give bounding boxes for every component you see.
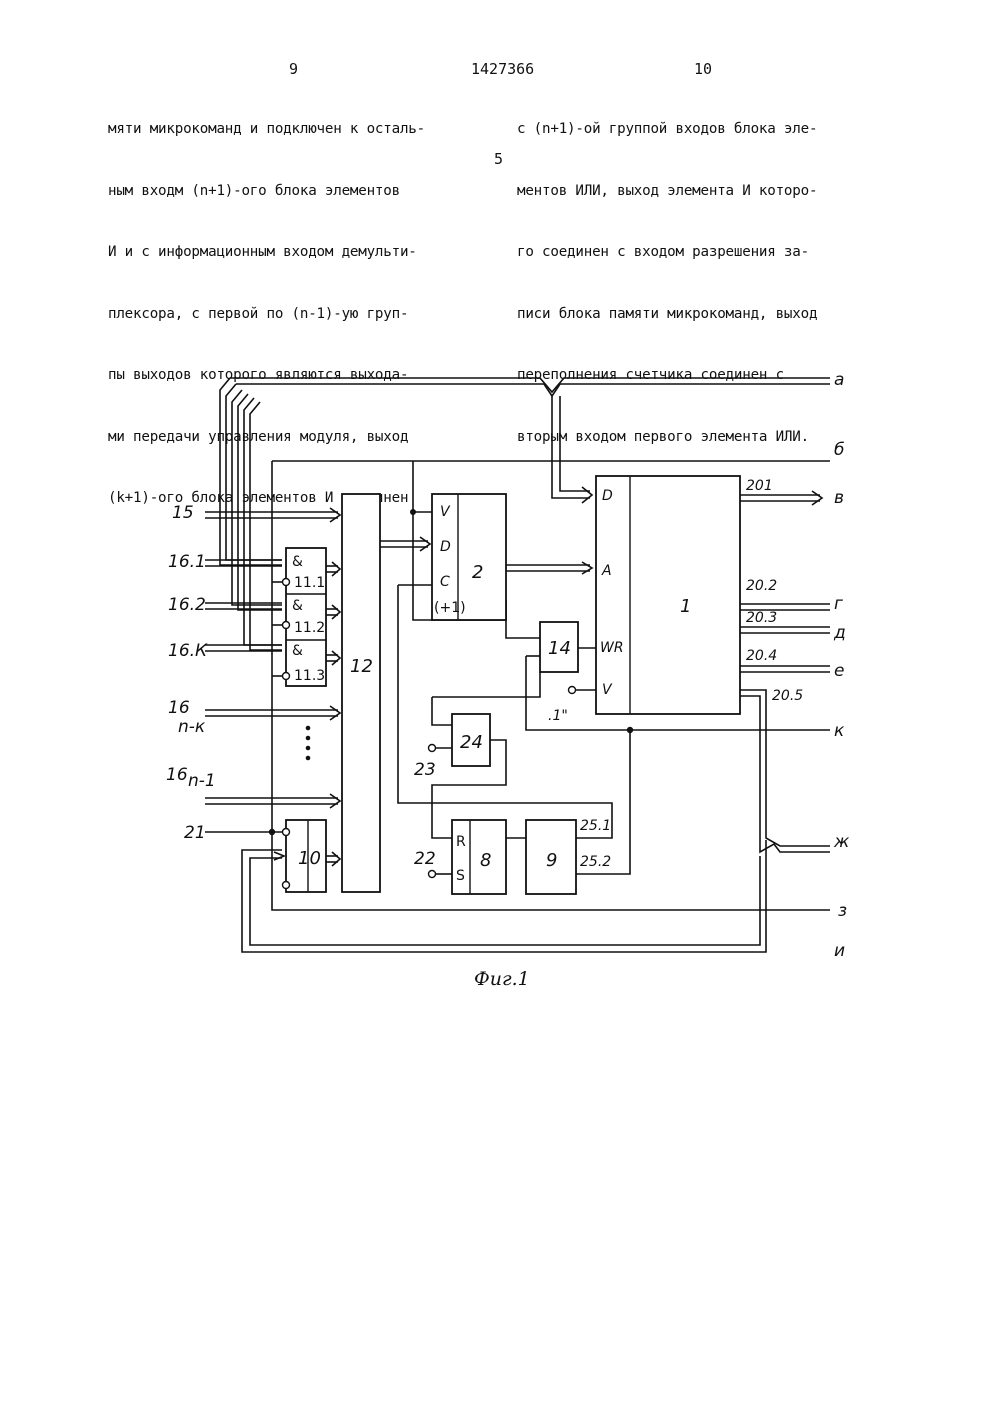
bus-label-e: е	[834, 661, 844, 681]
block-1	[596, 476, 740, 714]
bus-label-k: к	[834, 721, 845, 741]
pin-s: S	[456, 868, 465, 884]
pin-v: V	[440, 504, 451, 520]
block-label-14: 14	[548, 638, 571, 659]
and-symbol: &	[292, 598, 303, 614]
input-label-15: 15	[172, 503, 194, 523]
input-label-16-nk-sub: n-к	[178, 717, 206, 737]
bus-label-v: в	[834, 488, 844, 508]
pin-d: D	[602, 488, 613, 504]
and-gate-label: 11.3	[294, 668, 325, 684]
pin-plus1: (+1)	[434, 600, 466, 616]
pin-one: .1"	[548, 708, 568, 724]
input-label-21: 21	[184, 823, 206, 843]
pin-r: R	[456, 834, 466, 850]
output-label: 25.2	[580, 854, 611, 870]
bus-label-b: б	[834, 440, 844, 460]
and-gate-label: 11.2	[294, 620, 325, 636]
input-label-22: 22	[414, 849, 436, 869]
bus-label-i: и	[834, 941, 845, 961]
bus-label-zh: ж	[833, 832, 850, 852]
pin-d: D	[440, 539, 451, 555]
pin-c: C	[440, 574, 450, 590]
input-label-16-2: 16.2	[168, 595, 206, 615]
and-symbol: &	[292, 554, 303, 570]
block-label-24: 24	[460, 732, 483, 753]
bus-label-a: а	[834, 370, 844, 390]
pin-v: V	[602, 682, 613, 698]
bus-label-g: г	[834, 594, 843, 614]
output-label: 201	[746, 478, 773, 494]
input-label-16-k: 16.К	[168, 641, 208, 661]
and-gate-label: 11.1	[294, 575, 325, 591]
output-label: 20.3	[746, 610, 777, 626]
and-symbol: &	[292, 643, 303, 659]
figure-caption: Фиг.1	[474, 968, 530, 990]
input-label-16-n1-sub: n-1	[188, 771, 216, 791]
block-label-2: 2	[472, 562, 483, 583]
block-label-9: 9	[546, 850, 557, 871]
block-label-10: 10	[298, 848, 321, 869]
output-label: 20.4	[746, 648, 777, 664]
output-label: 20.5	[772, 688, 803, 704]
block-label-8: 8	[480, 850, 491, 871]
input-label-16-1: 16.1	[168, 552, 206, 572]
bus-label-z: з	[838, 901, 847, 921]
block-label-1: 1	[680, 596, 691, 617]
input-label-16-nk: 16	[168, 698, 190, 718]
input-label-16-n1: 16	[166, 765, 188, 785]
output-label: 20.2	[746, 578, 777, 594]
pin-wr: WR	[600, 640, 624, 656]
bus-label-d: д	[833, 623, 846, 643]
input-label-23: 23	[414, 760, 436, 780]
output-label: 25.1	[580, 818, 611, 834]
block-label-12: 12	[350, 656, 373, 677]
pin-a: A	[601, 563, 612, 579]
block-12	[342, 494, 380, 892]
